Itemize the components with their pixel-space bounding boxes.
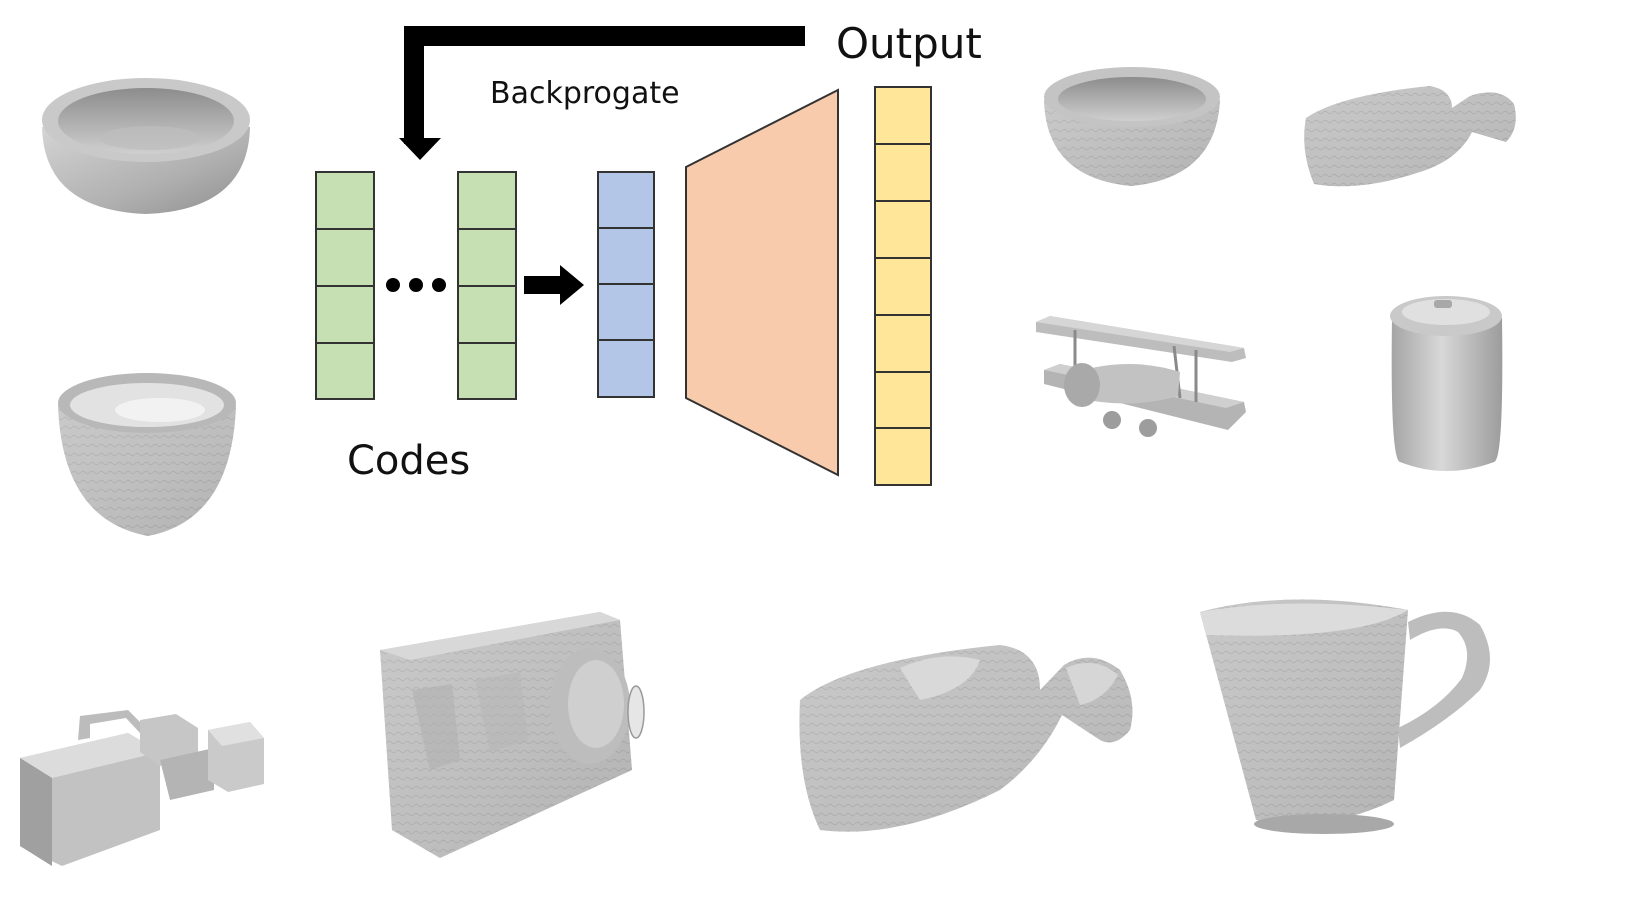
bowl-voxel-shape-right xyxy=(1044,67,1220,186)
mug-voxel-shape xyxy=(1200,599,1490,834)
camera-voxel-shape xyxy=(380,612,645,858)
code-vector-last xyxy=(457,171,517,400)
code-vector-first xyxy=(315,171,375,400)
output-label: Output xyxy=(836,19,982,68)
backpropagate-label: Backprogate xyxy=(490,76,680,111)
can-shape xyxy=(1390,296,1503,471)
ellipsis-dots xyxy=(386,278,446,292)
bag-voxel-shape-large xyxy=(799,645,1133,832)
video-camera-shape xyxy=(20,710,264,866)
backpropagate-arrow xyxy=(399,26,805,160)
output-vector xyxy=(874,86,932,486)
bag-voxel-shape-small xyxy=(1304,86,1516,187)
airplane-shape xyxy=(1036,316,1246,437)
bowl-smooth-shape xyxy=(42,78,250,214)
forward-arrow xyxy=(524,265,584,305)
latent-vector xyxy=(597,171,655,398)
bowl-voxel-shape xyxy=(58,373,236,536)
decoder-trapezoid xyxy=(685,88,839,477)
codes-label: Codes xyxy=(347,438,470,484)
